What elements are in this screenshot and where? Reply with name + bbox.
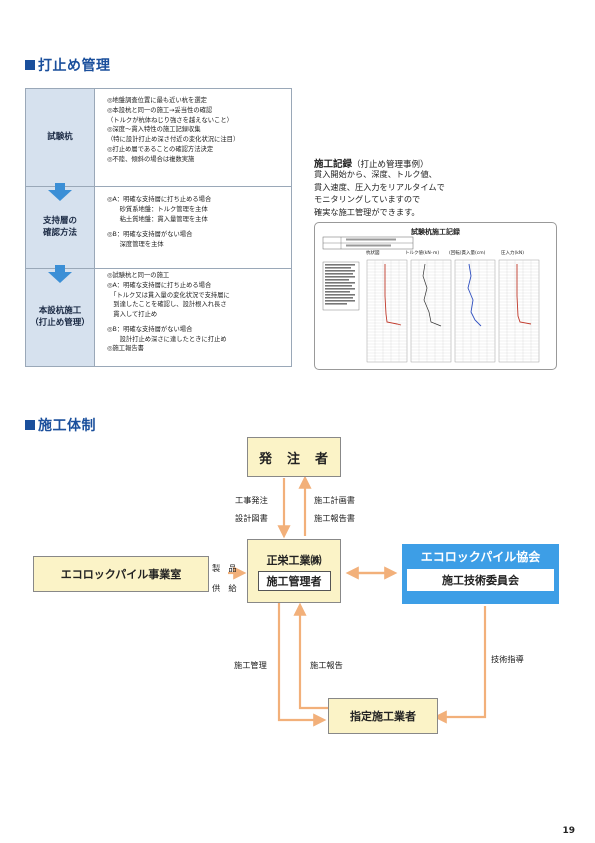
record-heading: 施工記録（打止め管理事例）: [314, 159, 429, 170]
step-label-test-pile: 試験杭: [26, 89, 94, 186]
procedure-table: 試験杭 ◎地盤調査位置に最も近い杭を選定 ◎本設杭と同一の施工→妥当性の確認 （…: [25, 88, 292, 367]
label-order: 工事発注: [235, 495, 268, 505]
sheet-col-label: 杭状図: [366, 251, 380, 256]
down-arrow-icon: [48, 183, 72, 201]
office-box: エコロックパイル事業室: [33, 556, 209, 592]
designated-contractor-box: 指定施工業者: [328, 698, 438, 734]
label-mgmt: 施工管理: [234, 660, 267, 670]
section-heading-driving: 打止め管理: [25, 55, 111, 75]
step-label-support-layer: 支持層の確認方法: [26, 187, 94, 268]
label-product: 製 品: [212, 563, 237, 573]
label-report: 施工報告: [310, 660, 343, 670]
page-number: 19: [562, 826, 575, 836]
label-tech: 技術指導: [491, 654, 524, 664]
section-heading-org: 施工体制: [25, 415, 96, 435]
heading-square-icon: [25, 60, 35, 70]
association-name: エコロックパイル協会: [420, 550, 541, 564]
heading-square-icon: [25, 420, 35, 430]
sheet-col-label: (回転)貫入量(cm): [449, 251, 486, 256]
divider: [26, 268, 291, 269]
record-sheet: 試験杭施工記録 杭状図 トルク値(kN･m) (回転)貫入量(cm) 圧入力(k…: [314, 222, 557, 370]
section-title: 施工体制: [38, 418, 96, 434]
association-committee: 施工技術委員会: [407, 569, 554, 591]
label-supply: 供 給: [212, 583, 237, 593]
step-label-main-pile: 本設杭施工（打止め管理）: [26, 269, 94, 366]
step-content-main-pile: ◎試験杭と同一の施工 ◎A：明確な支持層に打ち止める場合 「トルク又は貫入量の変…: [94, 269, 291, 366]
record-description: 貫入開始から、深度、トルク値、 貫入速度、圧入力をリアルタイムで モニタリングし…: [314, 169, 445, 218]
sheet-col-label: トルク値(kN･m): [405, 251, 440, 256]
label-drawings: 設計図書: [235, 513, 268, 523]
client-box: 発 注 者: [247, 437, 341, 477]
divider: [26, 186, 291, 187]
association-box: エコロックパイル協会 施工技術委員会: [402, 544, 559, 604]
down-arrow-icon: [48, 265, 72, 283]
sheet-title: 試験杭施工記録: [411, 228, 460, 236]
contractor-name: 正栄工業㈱: [266, 553, 322, 567]
label-plan: 施工計画書: [314, 495, 355, 505]
step-content-test-pile: ◎地盤調査位置に最も近い杭を選定 ◎本設杭と同一の施工→妥当性の確認 （トルクが…: [94, 89, 291, 186]
record-sheet-graphic: [322, 236, 540, 363]
sheet-col-label: 圧入力(kN): [501, 251, 524, 256]
contractor-role: 施工管理者: [257, 570, 331, 591]
label-report-up: 施工報告書: [314, 513, 355, 523]
org-chart-arrows: [228, 475, 487, 727]
step-content-support-layer: ◎A：明確な支持層に打ち止める場合 砂質系地盤：トルク管理を主体 粘土質地盤：貫…: [94, 187, 291, 268]
section-title: 打止め管理: [38, 58, 111, 74]
contractor-box: 正栄工業㈱ 施工管理者: [247, 539, 341, 603]
